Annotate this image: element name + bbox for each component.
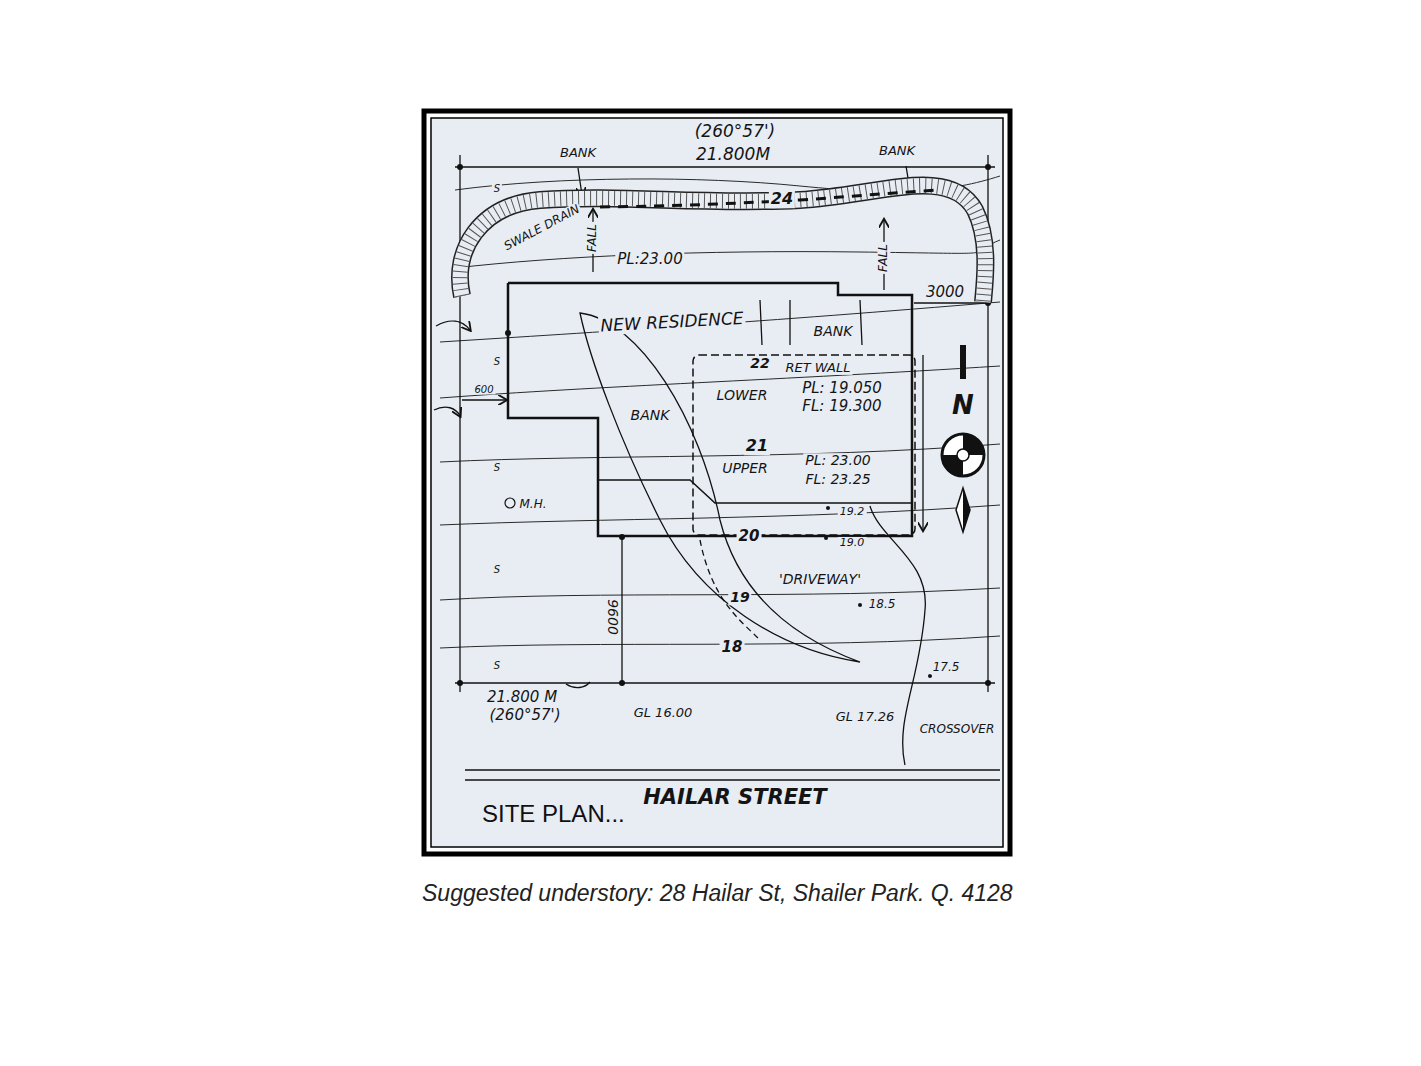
plan-label: GL 17.26: [834, 710, 897, 724]
plan-label: BANK: [877, 144, 917, 158]
bank-driveway: [580, 300, 925, 765]
plan-label: BANK: [812, 324, 855, 339]
plan-label: GL 16.00: [632, 706, 695, 720]
frame-outer: [424, 111, 1010, 854]
plan-label: 19.2: [838, 506, 867, 518]
plan-label: S: [492, 660, 502, 671]
plan-label: 'DRIVEWAY': [777, 572, 863, 587]
house-footprint: [508, 283, 915, 536]
plan-label: PL: 23.00: [803, 453, 873, 468]
boundary: [434, 155, 995, 692]
street-lines: [465, 770, 1000, 780]
plan-label: 19.0: [838, 537, 867, 549]
plan-label: S: [492, 183, 502, 194]
plan-label: 9600: [604, 597, 619, 637]
plan-label: (260°57'): [693, 122, 778, 141]
plan-label: 22: [748, 356, 771, 371]
caption: Suggested understory: 28 Hailar St, Shai…: [422, 880, 1013, 907]
plan-label: M.H.: [517, 498, 548, 511]
plan-label: 21: [744, 437, 770, 455]
plan-label: LOWER: [715, 388, 770, 403]
plan-label: 21.800M: [694, 145, 772, 164]
plan-label: 17.5: [931, 661, 962, 674]
plan-label: S: [492, 564, 502, 575]
swale-drain: [460, 186, 985, 302]
contours: [440, 176, 1000, 648]
manhole: [505, 498, 515, 508]
plan-label: SWALE DRAIN: [500, 202, 583, 255]
plan-label: UPPER: [720, 461, 770, 476]
plan-label: S: [492, 462, 502, 473]
plan-label: FL: 19.300: [800, 398, 883, 415]
plan-label: CROSSOVER: [918, 723, 997, 736]
plan-label: N: [950, 391, 976, 420]
plan-label: S: [492, 356, 502, 367]
plan-label: NEW RESIDENCE: [598, 309, 746, 335]
plan-label: 24: [769, 190, 795, 208]
plan-label: 20: [737, 528, 762, 545]
plan-label: 18: [720, 639, 745, 656]
plan-label: FALL: [877, 242, 890, 274]
plan-label: 18.5: [867, 598, 898, 611]
north-arrow: [942, 345, 984, 532]
plan-label: PL: 19.050: [800, 380, 884, 397]
plan-label: BANK: [629, 408, 672, 423]
survey-points: [457, 164, 991, 686]
plan-label: 600: [472, 384, 495, 395]
plan-label: (260°57'): [487, 707, 562, 724]
frame-inner: [431, 118, 1003, 847]
plan-label: 19: [728, 590, 751, 605]
plan-label: 3000: [924, 284, 966, 301]
plan-title: SITE PLAN...: [480, 800, 627, 828]
plan-label: 21.800 M: [485, 689, 559, 706]
plan-label: PL:23.00: [615, 251, 684, 268]
plan-label: HAILAR STREET: [641, 786, 828, 809]
plan-label: RET WALL: [784, 361, 853, 375]
plan-label: FALL: [586, 222, 599, 254]
plan-label: FL: 23.25: [803, 472, 872, 487]
plan-label: BANK: [558, 146, 598, 160]
